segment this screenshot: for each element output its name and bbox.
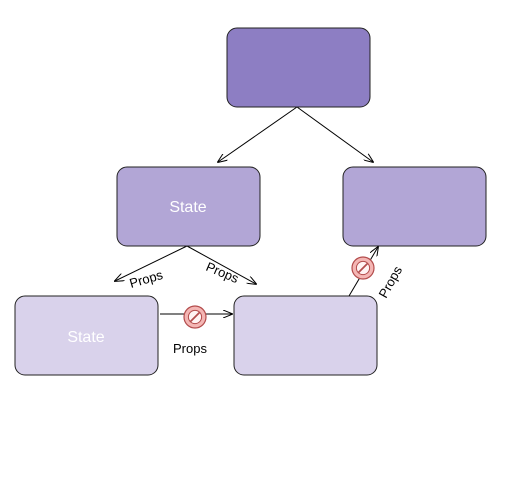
props-right-label: Props: [204, 259, 242, 286]
state-bottom-label: State: [67, 329, 104, 346]
edge-root-to-right-mid: [296, 106, 373, 162]
right-mid-node[interactable]: [342, 166, 487, 247]
no-entry-icon: [351, 256, 375, 280]
state-mid-label: State: [169, 199, 206, 216]
edge-state-mid-to-bottom-middle: [186, 245, 256, 284]
props-left-label: Props: [128, 267, 165, 291]
no-entry-icon: [183, 305, 207, 329]
props-blocked-horizontal-label: Props: [173, 341, 207, 356]
root-node[interactable]: [226, 27, 371, 108]
edge-root-to-state-mid: [218, 106, 298, 162]
state-mid-node[interactable]: [116, 166, 261, 247]
edge-state-mid-to-state-bottom: [115, 245, 188, 281]
bottom-middle-node[interactable]: [233, 295, 378, 376]
props-blocked-diagonal-label: Props: [376, 263, 406, 300]
state-bottom-node[interactable]: [14, 295, 159, 376]
